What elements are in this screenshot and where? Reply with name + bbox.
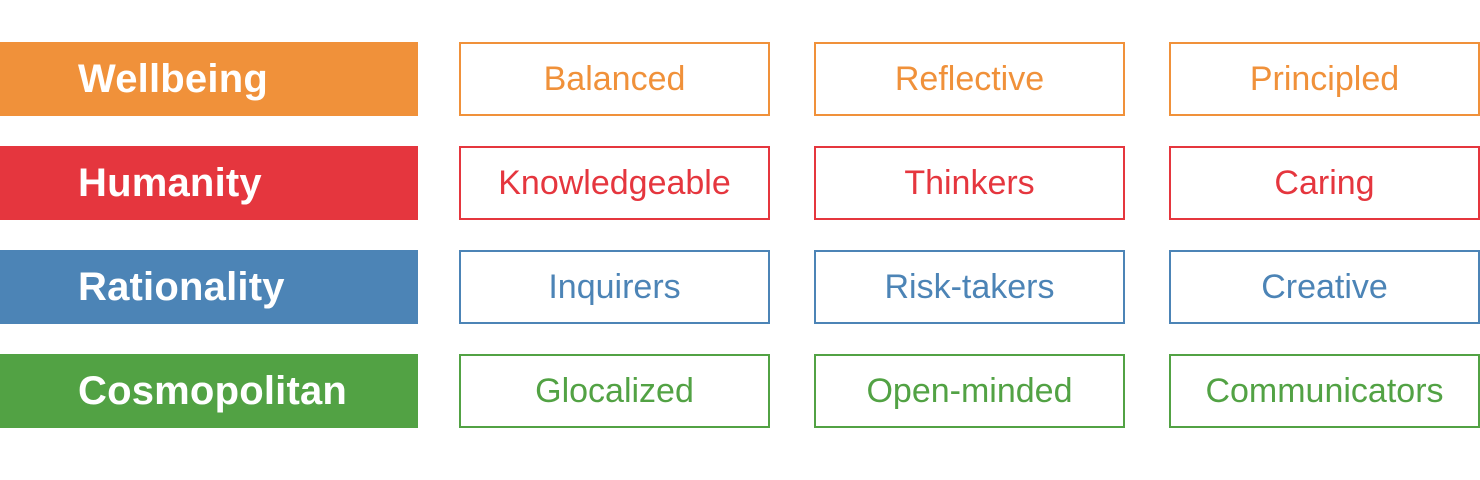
trait-box: Principled [1169,42,1480,116]
trait-box: Communicators [1169,354,1480,428]
trait-box: Knowledgeable [459,146,770,220]
category-label-rationality: Rationality [0,250,418,324]
profile-grid: Wellbeing Balanced Reflective Principled… [0,42,1480,458]
category-label-cosmopolitan: Cosmopolitan [0,354,418,428]
row-wellbeing: Wellbeing Balanced Reflective Principled [0,42,1480,116]
category-label-wellbeing: Wellbeing [0,42,418,116]
trait-box: Glocalized [459,354,770,428]
trait-box: Thinkers [814,146,1125,220]
row-rationality: Rationality Inquirers Risk-takers Creati… [0,250,1480,324]
trait-box: Caring [1169,146,1480,220]
trait-box: Open-minded [814,354,1125,428]
trait-box: Balanced [459,42,770,116]
trait-box: Reflective [814,42,1125,116]
trait-box: Risk-takers [814,250,1125,324]
trait-box: Inquirers [459,250,770,324]
row-cosmopolitan: Cosmopolitan Glocalized Open-minded Comm… [0,354,1480,428]
trait-box: Creative [1169,250,1480,324]
category-label-humanity: Humanity [0,146,418,220]
row-humanity: Humanity Knowledgeable Thinkers Caring [0,146,1480,220]
